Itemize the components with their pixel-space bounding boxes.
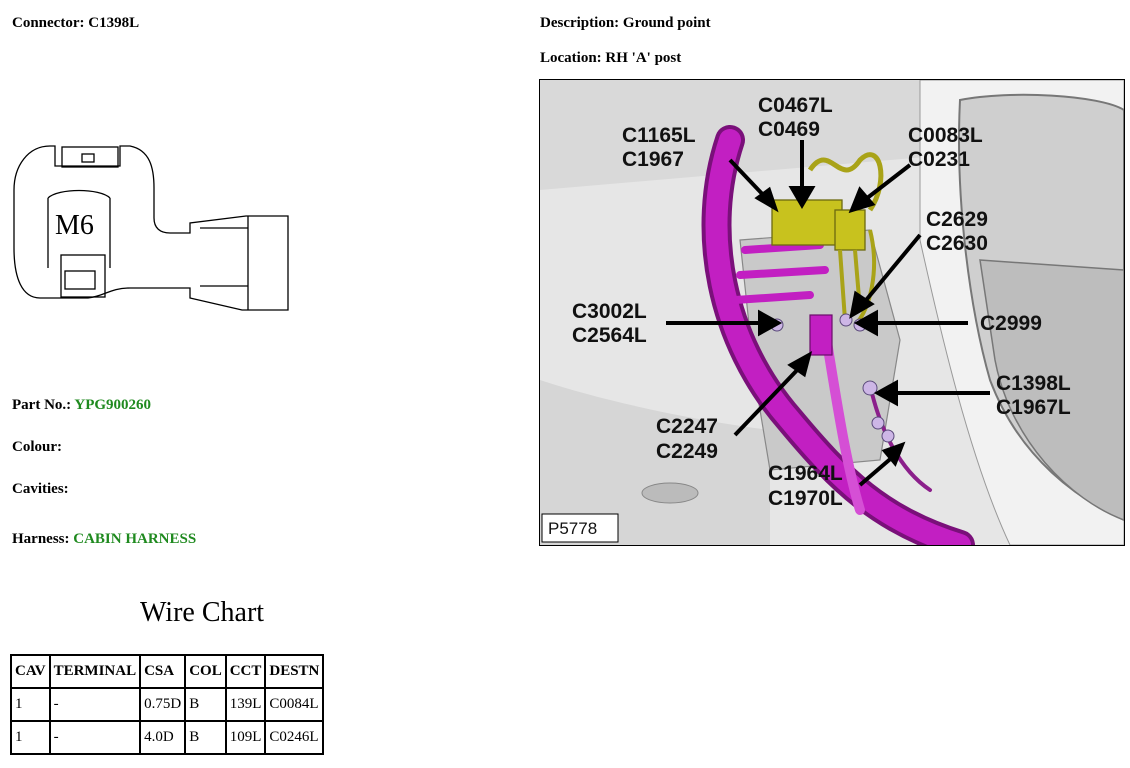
header-destn: DESTN [264, 654, 325, 689]
location-illustration: C0467L C0469 C1165L C1967 C0083L C0231 C… [540, 80, 1124, 545]
cell-terminal: - [48, 720, 142, 755]
cell-destn: C0084L [264, 687, 325, 722]
callout-c2999: C2999 [980, 312, 1042, 335]
description-line: Description: Ground point [540, 15, 711, 32]
cavities-line: Cavities: [12, 481, 69, 498]
table-row: 1 - 0.75D B 139L C0084L [10, 687, 325, 722]
colour-label: Colour: [12, 439, 62, 455]
callout-c1967: C1967 [622, 148, 684, 171]
cavities-label: Cavities: [12, 481, 69, 497]
table-row: 1 - 4.0D B 109L C0246L [10, 720, 325, 755]
description-label: Description: [540, 15, 620, 31]
location-value: RH 'A' post [605, 50, 682, 66]
harness-line: Harness: CABIN HARNESS [12, 531, 196, 548]
location-line: Location: RH 'A' post [540, 50, 681, 67]
harness-value: CABIN HARNESS [73, 531, 197, 547]
wire-chart-title: Wire Chart [140, 597, 265, 628]
connector-heading: Connector: C1398L [12, 15, 139, 32]
cell-terminal: - [48, 687, 142, 722]
connector-value: C1398L [88, 15, 140, 31]
callout-c0467l: C0467L [758, 94, 833, 117]
callout-c2629: C2629 [926, 208, 988, 231]
cell-col: B [184, 687, 227, 722]
header-terminal: TERMINAL [48, 654, 142, 689]
location-label: Location: [540, 50, 602, 66]
callout-c2249: C2249 [656, 440, 718, 463]
harness-label: Harness: [12, 531, 70, 547]
callout-c2247: C2247 [656, 415, 718, 438]
callout-c2564l: C2564L [572, 324, 647, 347]
header-csa: CSA [139, 654, 187, 689]
part-no-line: Part No.: YPG900260 [12, 397, 151, 414]
callout-c0469: C0469 [758, 118, 820, 141]
colour-line: Colour: [12, 439, 62, 456]
callout-c3002l: C3002L [572, 300, 647, 323]
header-cav: CAV [10, 654, 51, 689]
cell-col: B [184, 720, 227, 755]
figure-reference: P5778 [548, 519, 597, 538]
callout-c0083l: C0083L [908, 124, 983, 147]
connector-label: Connector: [12, 15, 85, 31]
table-header-row: CAV TERMINAL CSA COL CCT DESTN [10, 654, 325, 689]
callout-c1398l: C1398L [996, 372, 1071, 395]
wire-chart-table: CAV TERMINAL CSA COL CCT DESTN 1 - 0.75D… [10, 654, 325, 755]
description-value: Ground point [622, 15, 711, 31]
connector-marking: M6 [55, 210, 94, 241]
cell-csa: 4.0D [139, 720, 187, 755]
callout-c1964l: C1964L [768, 462, 843, 485]
location-photo: C0467L C0469 C1165L C1967 C0083L C0231 C… [539, 79, 1125, 546]
cell-cav: 1 [10, 687, 51, 722]
cell-destn: C0246L [264, 720, 325, 755]
cell-csa: 0.75D [139, 687, 187, 722]
connector-drawing: M6 [13, 145, 289, 311]
part-no-value: YPG900260 [74, 397, 152, 413]
callout-c1967l: C1967L [996, 396, 1071, 419]
cell-cct: 139L [224, 687, 267, 722]
callout-c1165l: C1165L [622, 124, 696, 147]
callout-labels: C0467L C0469 C1165L C1967 C0083L C0231 C… [572, 94, 1071, 510]
cell-cav: 1 [10, 720, 51, 755]
callout-c2630: C2630 [926, 232, 988, 255]
header-cct: CCT [224, 654, 267, 689]
callout-c1970l: C1970L [768, 487, 843, 510]
part-no-label: Part No.: [12, 397, 72, 413]
callout-c0231: C0231 [908, 148, 970, 171]
header-col: COL [184, 654, 227, 689]
cell-cct: 109L [224, 720, 267, 755]
